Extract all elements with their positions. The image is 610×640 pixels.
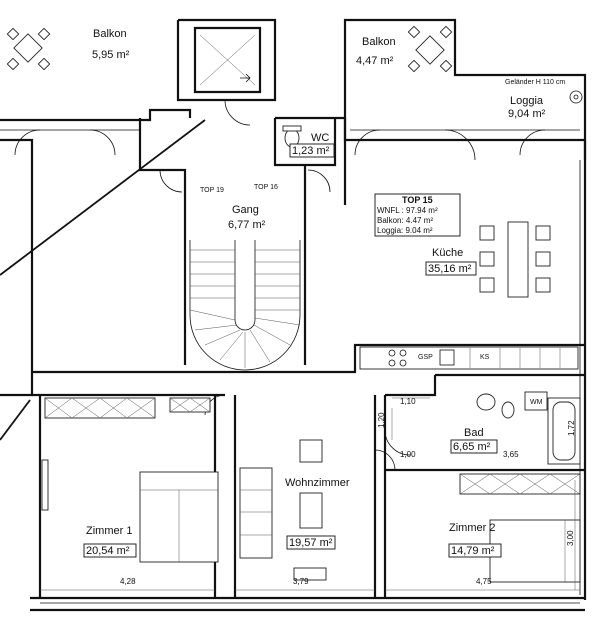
balkon-right-area: 4,47 m² (356, 55, 394, 67)
dim-365: 3,65 (503, 450, 519, 459)
loggia-area: 9,04 m² (508, 108, 546, 120)
gang-name: Gang (232, 204, 259, 216)
top16-label: TOP 16 (254, 184, 278, 191)
info-title: TOP 15 (402, 195, 433, 205)
zimmer2-area: 14,79 m² (451, 545, 495, 557)
info-line1: WNFL : 97.94 m² (377, 206, 438, 215)
ks-label: KS (480, 354, 490, 361)
dim-300: 3,00 (566, 530, 575, 546)
dining-table (479, 221, 551, 298)
dim-172: 1,72 (567, 420, 576, 436)
wohnzimmer-name: Wohnzimmer (285, 477, 350, 489)
balcony-left-furniture (6, 27, 51, 71)
top19-label: TOP 19 (200, 187, 224, 194)
dimension-lines (40, 397, 580, 591)
walls (0, 18, 587, 612)
bad-area: 6,65 m² (453, 441, 491, 453)
wm-label: WM (530, 399, 543, 406)
zimmer1-name: Zimmer 1 (86, 525, 132, 537)
zimmer1-area: 20,54 m² (86, 545, 130, 557)
roof-lines (0, 119, 206, 441)
wc-area: 1,23 m² (292, 145, 330, 157)
balcony-right-furniture (407, 25, 453, 73)
kitchen-counter (359, 346, 579, 370)
wc-name: WC (311, 132, 329, 144)
info-line2: Balkon: 4.47 m² (377, 216, 433, 225)
area-frames (83, 143, 502, 558)
bad-name: Bad (464, 427, 484, 439)
balkon-left-area: 5,95 m² (92, 49, 130, 61)
kueche-name: Küche (432, 247, 463, 259)
dim-379: 3,79 (293, 577, 309, 586)
dim-100: 1,00 (400, 450, 416, 459)
kueche-area: 35,16 m² (428, 263, 472, 275)
balkon-left-name: Balkon (93, 28, 127, 40)
gsp-label: GSP (418, 354, 433, 361)
wardrobes (41, 397, 581, 511)
zimmer2-name: Zimmer 2 (449, 522, 495, 534)
staircase (189, 240, 301, 371)
bed-zimmer1 (139, 471, 219, 563)
info-box (374, 193, 461, 237)
plant-icon (569, 90, 583, 104)
balkon-right-name: Balkon (362, 36, 396, 48)
loggia-name: Loggia (510, 95, 544, 107)
dim-110: 1,10 (400, 397, 416, 406)
living-room-furniture (239, 439, 327, 581)
elevator (199, 34, 256, 86)
wohnzimmer-area: 19,57 m² (289, 537, 333, 549)
dim-428: 4,28 (120, 577, 136, 586)
bed-zimmer2 (489, 519, 581, 583)
dim-475: 4,75 (476, 577, 492, 586)
info-line3: Loggia: 9.04 m² (377, 226, 433, 235)
loggia-note: Geländer H 110 cm (505, 79, 565, 86)
gang-area: 6,77 m² (228, 219, 266, 231)
bathroom-fixtures (476, 391, 581, 465)
dim-120: 1,20 (377, 412, 386, 428)
